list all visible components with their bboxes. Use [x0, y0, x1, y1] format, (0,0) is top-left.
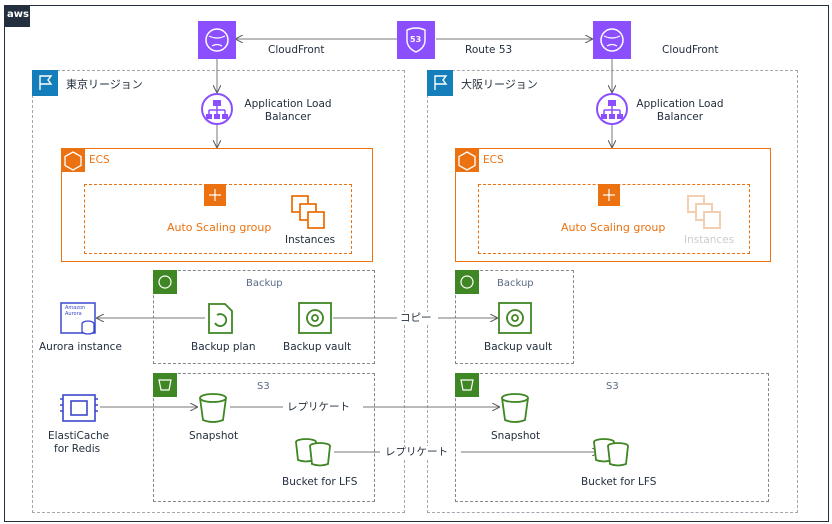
lfs-left-label: Bucket for LFS [282, 476, 358, 488]
backup-vault-right-label: Backup vault [484, 341, 553, 353]
replicate-label-1: レプリケート [287, 401, 350, 414]
backup-plan-icon [208, 303, 233, 334]
tokyo-region-flag-icon [32, 70, 58, 96]
copy-label: コピー [400, 312, 432, 325]
osaka-region-label: 大阪リージョン [461, 78, 538, 91]
aurora-badge-line2: Aurora [65, 311, 82, 317]
asg-label-left: Auto Scaling group [167, 221, 272, 234]
lfs-right-label: Bucket for LFS [581, 476, 657, 488]
tokyo-region [32, 70, 405, 513]
backup-vault-icon-left [298, 302, 332, 334]
s3-group-label-left: S3 [257, 381, 270, 392]
route53-icon [397, 21, 435, 59]
backup-vault-left-label: Backup vault [283, 341, 352, 353]
alb-icon-right [596, 93, 628, 125]
aws-logo-badge [4, 5, 30, 27]
alb-icon-left [201, 93, 233, 125]
s3-group-icon-right [455, 373, 479, 397]
instances-icon-right [687, 195, 721, 229]
instances-right-label: Instances [684, 234, 735, 246]
aurora-badge-line1: Amazon [65, 305, 86, 311]
lfs-buckets-icon-right [593, 438, 629, 467]
route53-badge: 53 [410, 35, 422, 44]
s3-group-label-right: S3 [606, 381, 619, 392]
snapshot-right-label: Snapshot [491, 430, 541, 442]
backup-plan-label: Backup plan [191, 341, 256, 353]
lfs-buckets-icon-left [295, 438, 331, 467]
elasticache-icon [60, 394, 98, 422]
ecs-cluster-right [455, 148, 771, 262]
asg-glyphs [209, 189, 615, 201]
backup-group-label-right: Backup [497, 278, 534, 289]
ecs-label-left: ECS [89, 154, 110, 166]
aurora-label: Aurora instance [39, 341, 122, 353]
s3-group-right [455, 373, 769, 502]
instances-left-label: Instances [285, 234, 336, 246]
osaka-region-flag-icon [427, 70, 453, 96]
cloudfront-right-label: CloudFront [662, 44, 719, 56]
ecs-cluster-left [61, 148, 373, 262]
aws-logo-text: aws [7, 9, 29, 20]
route53-label: Route 53 [465, 44, 513, 56]
backup-group-left [153, 270, 375, 364]
cloudfront-left-label: CloudFront [268, 44, 325, 56]
backup-vault-icon-right [498, 302, 532, 334]
ecs-label-right: ECS [483, 154, 504, 166]
snapshot-bucket-icon-left [199, 393, 227, 423]
elasticache-label-line1: ElastiCache [48, 430, 110, 442]
snapshot-left-label: Snapshot [189, 430, 239, 442]
alb-left-label-line2: Balancer [264, 111, 312, 123]
tokyo-region-label: 東京リージョン [66, 78, 143, 91]
aurora-icon [60, 302, 96, 335]
instances-icon-left [291, 195, 325, 229]
snapshot-bucket-icon-right [501, 393, 529, 423]
cloudfront-icon-left [198, 21, 236, 59]
alb-right-label-line2: Balancer [656, 111, 704, 123]
cloudfront-icon-right [593, 21, 631, 59]
green-group-glyphs [158, 275, 474, 391]
alb-right-label-line1: Application Load [636, 98, 724, 110]
s3-group-icon-left [153, 373, 177, 397]
backup-group-icon-right [455, 270, 479, 294]
backup-group-right [455, 270, 574, 364]
ecs-glyphs [64, 151, 476, 171]
alb-left-label-line1: Application Load [244, 98, 332, 110]
asg-label-right: Auto Scaling group [561, 221, 666, 234]
elasticache-label-line2: for Redis [54, 443, 101, 455]
region-flag-glyphs [39, 75, 448, 90]
replicate-label-2: レプリケート [385, 446, 448, 459]
backup-group-icon-left [153, 270, 177, 294]
s3-group-left [153, 373, 375, 502]
connectors [97, 39, 612, 452]
aws-cloud-border [4, 5, 829, 522]
backup-group-label-left: Backup [246, 278, 283, 289]
